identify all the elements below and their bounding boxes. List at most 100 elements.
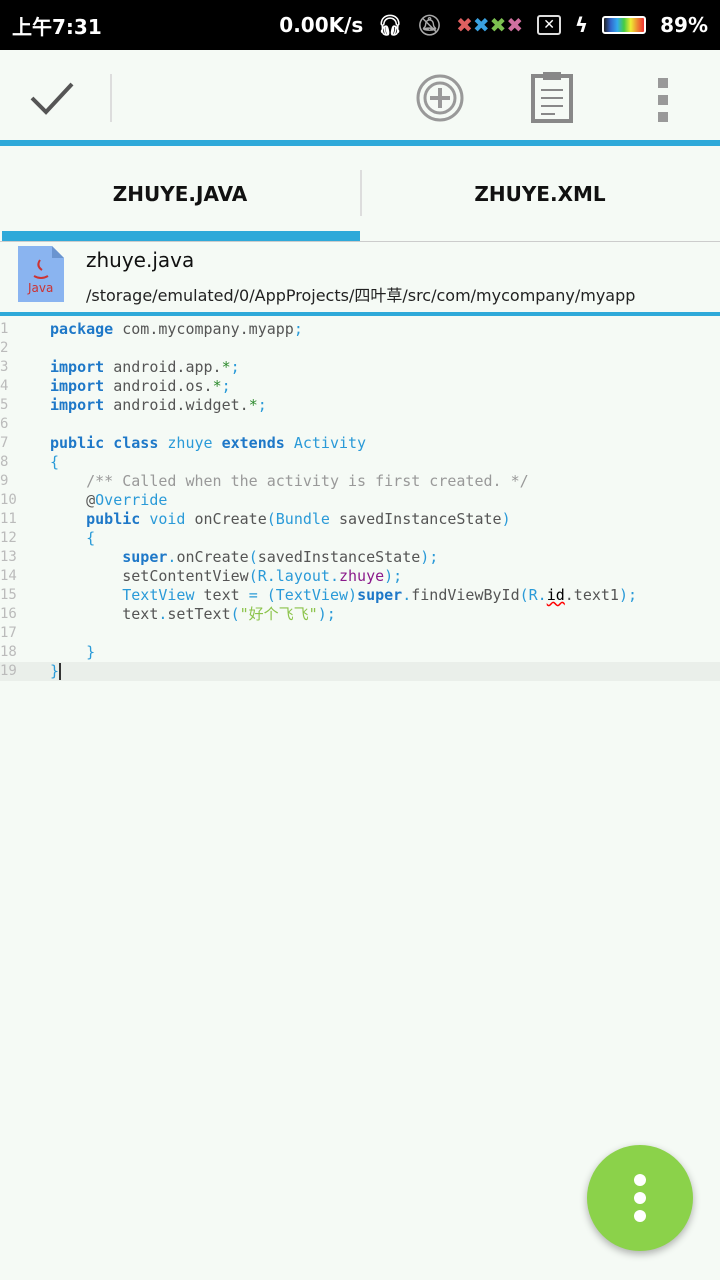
code-token: = (TextView) (248, 586, 358, 604)
code-text: /** Called when the activity is first cr… (50, 472, 529, 491)
code-token: } (50, 643, 96, 661)
code-line[interactable]: 18 } (0, 643, 720, 662)
code-line[interactable]: 17 (0, 624, 720, 643)
code-token: /** Called when the activity is first cr… (86, 472, 529, 490)
code-token: . (158, 605, 168, 623)
code-text: public class zhuye extends Activity (50, 434, 366, 453)
code-line[interactable]: 19} (0, 662, 720, 681)
code-token: ) (501, 510, 511, 528)
code-token: } (50, 662, 60, 680)
code-token: setContentView (50, 567, 249, 585)
text-cursor (59, 663, 62, 680)
line-number: 14 (0, 568, 17, 584)
code-token: ; (221, 377, 231, 395)
line-number: 12 (0, 530, 17, 546)
charging-icon: ϟ (574, 13, 589, 37)
fab-more-button[interactable] (587, 1145, 693, 1251)
code-line[interactable]: 15 TextView text = (TextView)super.findV… (0, 586, 720, 605)
code-line[interactable]: 16 text.setText("好个飞飞"); (0, 605, 720, 624)
code-line[interactable]: 1 package com.mycompany.myapp; (0, 320, 720, 339)
code-text: import android.widget.*; (50, 396, 267, 415)
code-editor[interactable]: 1 package com.mycompany.myapp; 2 3 import an… (0, 320, 720, 681)
toolbar-divider (110, 74, 112, 122)
line-number: 13 (0, 549, 17, 565)
code-text: TextView text = (TextView)super.findView… (50, 586, 637, 605)
code-token: text (50, 605, 159, 623)
code-token: zhuye (339, 567, 385, 585)
code-token: android.widget. (104, 396, 249, 414)
clock: 上午7:31 (12, 14, 102, 39)
clipboard-icon[interactable] (530, 70, 574, 128)
tab-divider (360, 170, 362, 216)
notifications-off-icon: 🔕︎ (416, 13, 443, 37)
line-number: 2 (0, 340, 9, 356)
more-vert-icon[interactable] (658, 78, 670, 129)
code-line[interactable]: 12 { (0, 529, 720, 548)
tab-zhuye-xml[interactable]: ZHUYE.XML (474, 181, 606, 206)
signal-none-icon: ✖✖✖✖ (456, 13, 524, 37)
file-path: /storage/emulated/0/AppProjects/四叶草/src/… (86, 286, 636, 305)
network-speed: 0.00K/s (279, 13, 364, 37)
code-token: ); (317, 605, 336, 623)
file-header: Java zhuye.java /storage/emulated/0/AppP… (0, 242, 720, 316)
code-token: * (221, 358, 231, 376)
code-line[interactable]: 2 (0, 339, 720, 358)
code-line[interactable]: 14 setContentView(R.layout.zhuye); (0, 567, 720, 586)
code-token: super (50, 548, 168, 566)
code-text: setContentView(R.layout.zhuye); (50, 567, 402, 586)
check-icon[interactable] (28, 78, 76, 122)
accent-bar (0, 140, 720, 146)
code-token: "好个飞飞" (239, 605, 318, 623)
add-circle-icon[interactable] (416, 74, 464, 126)
code-token: (R.layout. (248, 567, 339, 585)
code-token: { (50, 529, 96, 547)
code-token: extends (221, 434, 294, 452)
code-token: ; (230, 358, 240, 376)
line-number: 1 (0, 321, 9, 337)
code-token (50, 472, 86, 490)
line-number: 3 (0, 359, 9, 375)
code-token: ); (618, 586, 638, 604)
line-number: 16 (0, 606, 17, 622)
code-token: import (50, 358, 105, 376)
code-text: public void onCreate(Bundle savedInstanc… (50, 510, 511, 529)
code-token: ); (420, 548, 439, 566)
code-token: public class (50, 434, 168, 452)
line-number: 7 (0, 435, 9, 451)
code-line[interactable]: 9 /** Called when the activity is first … (0, 472, 720, 491)
code-text: package com.mycompany.myapp; (50, 320, 303, 339)
line-number: 18 (0, 644, 17, 660)
code-line[interactable]: 13 super.onCreate(savedInstanceState); (0, 548, 720, 567)
code-token: @ (50, 491, 96, 509)
code-token: ; (293, 320, 303, 338)
code-line[interactable]: 10 @Override (0, 491, 720, 510)
code-line[interactable]: 8{ (0, 453, 720, 472)
code-token: * (212, 377, 222, 395)
toolbar (0, 50, 720, 142)
code-line[interactable]: 7 public class zhuye extends Activity (0, 434, 720, 453)
code-line[interactable]: 3 import android.app.*; (0, 358, 720, 377)
code-token: ); (384, 567, 403, 585)
code-token: Override (95, 491, 168, 509)
code-token: (Bundle (266, 510, 339, 528)
tab-zhuye-java[interactable]: ZHUYE.JAVA (0, 146, 360, 241)
code-token: package (50, 320, 114, 338)
code-token: id (546, 586, 565, 604)
code-line[interactable]: 6 (0, 415, 720, 434)
code-line[interactable]: 11 public void onCreate(Bundle savedInst… (0, 510, 720, 529)
sim-none-icon: ✕ (537, 15, 561, 35)
code-text: import android.app.*; (50, 358, 240, 377)
code-token: . (402, 586, 412, 604)
code-token: import (50, 377, 105, 395)
code-token: Activity (293, 434, 367, 452)
code-token: savedInstanceState (257, 548, 421, 566)
code-token: TextView (50, 586, 204, 604)
line-number: 10 (0, 492, 17, 508)
code-text: { (50, 529, 95, 548)
code-token: android.os. (104, 377, 213, 395)
code-token: setText (167, 605, 231, 623)
code-text: text.setText("好个飞飞"); (50, 605, 336, 624)
code-token: super (357, 586, 403, 604)
